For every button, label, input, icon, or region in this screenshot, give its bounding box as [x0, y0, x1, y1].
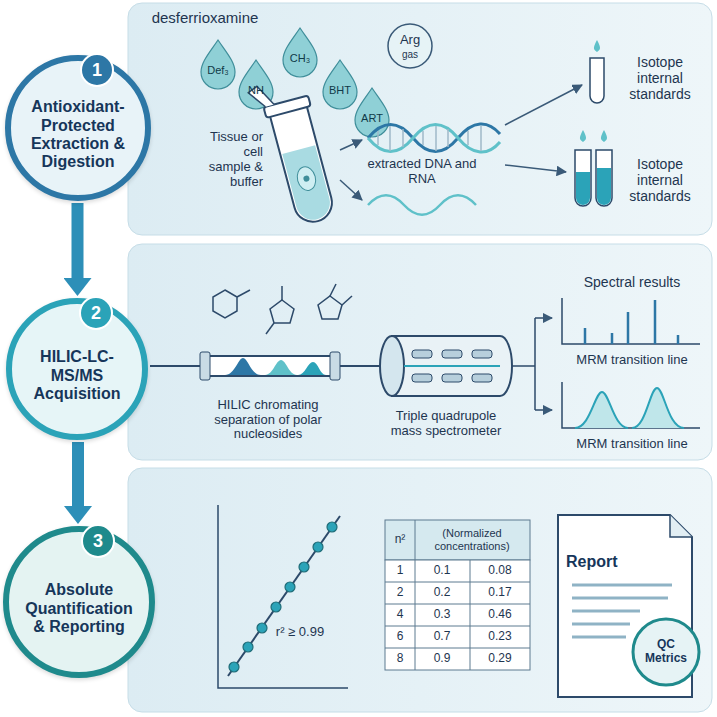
illustration-label: Isotope internal standards	[614, 54, 706, 102]
table-cell: 2	[386, 586, 414, 600]
step-title: Absolute Quantification & Reporting	[9, 567, 149, 636]
table-cell: 0.23	[474, 630, 526, 644]
reagent-label: BHT	[323, 84, 357, 97]
hilic-column	[200, 352, 340, 380]
table-cell: 6	[386, 630, 414, 644]
reagent-label: NH	[239, 84, 273, 97]
reagent-label: Arg	[392, 33, 428, 48]
table-cell: 8	[386, 652, 414, 666]
illustration-label: Isotope internal standards	[614, 156, 706, 204]
step-circle: 3Absolute Quantification & Reporting	[3, 526, 155, 678]
table-cell: 0.2	[416, 586, 468, 600]
step-number: 3	[81, 524, 115, 558]
flow-arrow	[72, 203, 84, 278]
table-cell: 0.9	[416, 652, 468, 666]
calibration-plot	[218, 505, 348, 688]
reagent-label: ART	[355, 112, 389, 125]
step-number: 2	[79, 296, 113, 330]
table-cell: (Normalized concentrations)	[416, 527, 528, 552]
table-cell: 0.29	[474, 652, 526, 666]
illustration-label: Triple quadrupole mass spectrometer	[386, 409, 506, 439]
flow-arrow	[72, 442, 84, 506]
illustration-label: desferrioxamine	[135, 9, 275, 26]
table-cell: 0.17	[474, 586, 526, 600]
nucleoside-molecules	[213, 284, 352, 334]
panel	[128, 3, 712, 235]
data-table	[385, 520, 530, 670]
table-cell: 0.3	[416, 608, 468, 622]
panel	[128, 468, 712, 712]
table-cell: n²	[386, 533, 414, 547]
illustration-label: HILIC chromating separation of polar nuc…	[193, 398, 343, 443]
table-cell: 0.1	[416, 564, 468, 578]
dna-helix	[368, 124, 500, 152]
illustration-label: r² ≥ 0.99	[265, 625, 335, 640]
report-document	[558, 515, 699, 697]
qc-badge-label: QC Metrics	[638, 638, 694, 666]
illustration-label: Tissue or cell sample & buffer	[201, 130, 263, 190]
illustration-label: MRM transition line	[562, 353, 702, 368]
step-title: Antioxidant-Protected Extraction & Diges…	[11, 84, 145, 172]
table-cell: 1	[386, 564, 414, 578]
step-title: HILIC-LC-MS/MS Acquisition	[12, 334, 142, 403]
reagent-label: CH₃	[283, 52, 317, 65]
panel	[128, 244, 712, 460]
step-circle: 2HILIC-LC-MS/MS Acquisition	[6, 298, 148, 440]
illustration-label: Spectral results	[567, 274, 697, 290]
output-bracket	[512, 318, 552, 410]
table-cell: 0.46	[474, 608, 526, 622]
rna-strand	[368, 195, 476, 215]
isotope-vials	[575, 40, 612, 206]
illustration-label: MRM transition line	[562, 437, 702, 452]
mass-spectrometer	[380, 336, 512, 396]
step-number: 1	[80, 53, 114, 87]
reagent-label: Def₃	[201, 64, 235, 77]
argon-bubble	[388, 24, 432, 68]
table-cell: 0.08	[474, 564, 526, 578]
reagent-label: gas	[392, 49, 428, 61]
report-title: Report	[566, 553, 646, 571]
table-cell: 0.7	[416, 630, 468, 644]
illustration-label: extracted DNA and RNA	[362, 157, 482, 187]
table-cell: 4	[386, 608, 414, 622]
step-circle: 1Antioxidant-Protected Extraction & Dige…	[5, 55, 151, 201]
